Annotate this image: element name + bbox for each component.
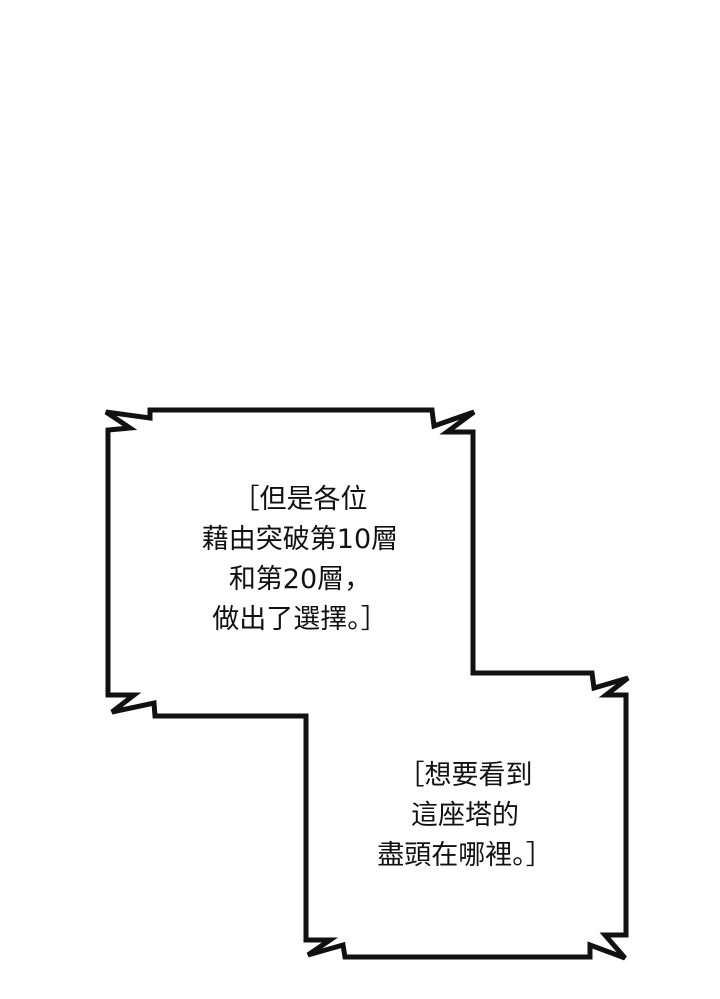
caption-line: ［但是各位 (232, 484, 368, 515)
caption-line: 做出了選擇。］ (212, 604, 388, 635)
narration-box-shape (104, 407, 630, 961)
narration-text-1: ［但是各位 藉由突破第10層 和第20層， 做出了選擇。］ (150, 480, 450, 640)
caption-line: 和第20層， (228, 564, 372, 595)
narration-text-2: ［想要看到 這座塔的 盡頭在哪裡。］ (330, 756, 600, 876)
caption-line: 這座塔的 (411, 800, 519, 831)
caption-line: 藉由突破第10層 (201, 524, 399, 555)
caption-line: ［想要看到 (397, 760, 533, 791)
caption-line: 盡頭在哪裡。］ (377, 840, 553, 871)
